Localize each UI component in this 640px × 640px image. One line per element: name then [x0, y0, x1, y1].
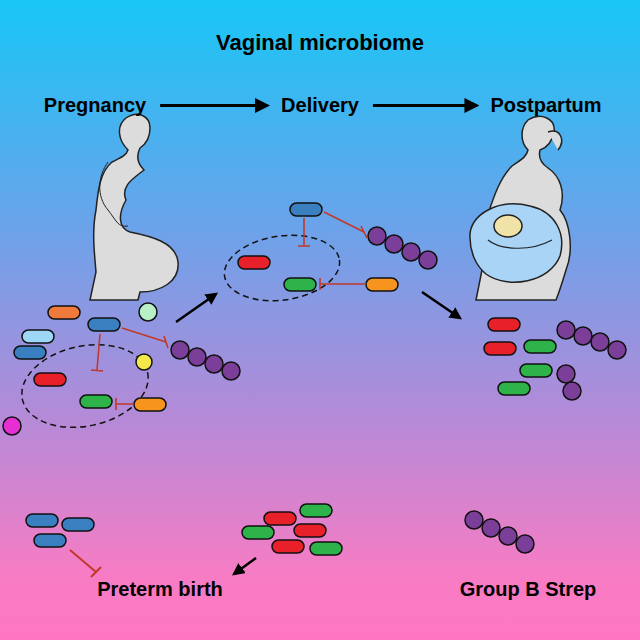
stage-arrow	[160, 104, 267, 107]
stage-label: Postpartum	[490, 94, 601, 117]
stage-arrow	[373, 104, 477, 107]
stage-label: Pregnancy	[44, 94, 146, 117]
stage-node: Pregnancy	[40, 92, 150, 119]
stage-node: Postpartum	[486, 92, 605, 119]
outcome-label: Preterm birth	[97, 578, 223, 601]
stage-label: Delivery	[281, 94, 359, 117]
stage-node: Delivery	[277, 92, 363, 119]
title: Vaginal microbiome	[0, 30, 640, 56]
outcome-label: Group B Strep	[460, 578, 597, 601]
